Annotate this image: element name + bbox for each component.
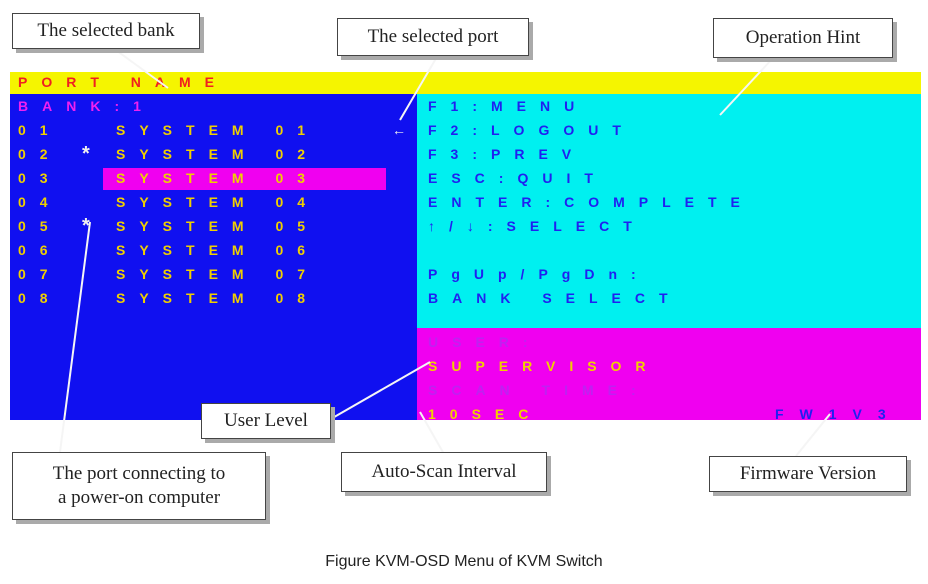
selected-port-arrow-icon: ← [392,122,406,138]
bank-label: BANK:1 [18,98,155,114]
port-number: 02 [18,146,62,162]
hint-line: ↑/↓:SELECT [428,218,646,234]
callout-selected-bank: The selected bank [12,13,200,49]
osd-header-bar [10,72,921,94]
port-number: 04 [18,194,62,210]
callout-text: Auto-Scan Interval [371,461,517,482]
port-number: 01 [18,122,62,138]
port-name-selected[interactable]: SYSTEM 03 [116,170,320,186]
port-number: 05 [18,218,62,234]
hint-line: ESC:QUIT [428,170,607,186]
callout-text-line-1: The port connecting to [52,463,226,484]
callout-firmware-version: Firmware Version [709,456,907,492]
port-name[interactable]: SYSTEM 06 [116,242,320,258]
port-number: 06 [18,242,62,258]
selected-port-highlight [103,168,386,190]
port-name[interactable]: SYSTEM 02 [116,146,320,162]
operation-hint-panel [417,94,921,328]
port-number: 07 [18,266,62,282]
callout-auto-scan: Auto-Scan Interval [341,452,547,492]
port-name[interactable]: SYSTEM 08 [116,290,320,306]
callout-text-line-2: a power-on computer [57,487,221,508]
hint-line: PgUp/PgDn: [428,266,650,282]
hint-line: F2:LOGOUT [428,122,635,138]
port-name[interactable]: SYSTEM 01 [116,122,320,138]
power-on-star: * [82,143,104,165]
user-label: USER: [428,334,542,350]
callout-text: The selected port [367,26,499,47]
hint-line: ENTER:COMPLETE [428,194,754,210]
port-list-panel [10,94,417,420]
scan-time-value: 10SEC [428,406,543,422]
power-on-star: * [82,215,104,237]
callout-text: User Level [224,410,308,431]
figure-caption: Figure KVM-OSD Menu of KVM Switch [325,553,603,570]
scan-time-label: SCAN TIME: [428,382,650,398]
callout-text: Operation Hint [745,27,861,48]
callout-power-on-port: The port connecting to a power-on comput… [12,452,266,520]
port-name[interactable]: SYSTEM 07 [116,266,320,282]
firmware-version-value: FW1V3 [775,406,902,422]
hint-line: BANK SELECT [428,290,682,306]
port-name[interactable]: SYSTEM 05 [116,218,320,234]
port-number: 08 [18,290,62,306]
callout-user-level: User Level [201,403,331,439]
callout-text: The selected bank [37,20,175,41]
osd-header-title: PORT NAME [18,74,228,90]
hint-line: F3:PREV [428,146,586,162]
port-name[interactable]: SYSTEM 04 [116,194,320,210]
user-level-value: SUPERVISOR [428,358,660,374]
callout-selected-port: The selected port [337,18,529,56]
callout-text: Firmware Version [739,463,877,484]
callout-operation-hint: Operation Hint [713,18,893,58]
status-panel [417,328,921,420]
port-number: 03 [18,170,62,186]
hint-line: F1:MENU [428,98,589,114]
